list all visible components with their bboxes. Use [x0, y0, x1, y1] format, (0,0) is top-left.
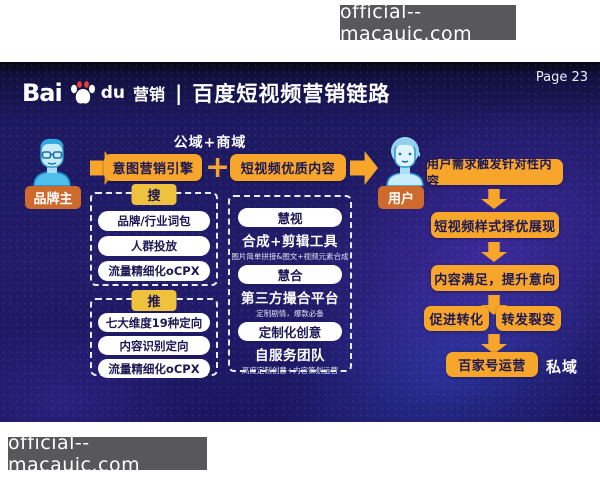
- push-item: 内容识别定向: [98, 336, 210, 355]
- content-pill: 慧视: [238, 208, 342, 227]
- push-item: 流量精细化oCPX: [98, 359, 210, 378]
- content-subline: 图片简单拼接&图文+视频元素合成: [231, 252, 349, 261]
- content-pill: 定制化创意: [238, 322, 342, 341]
- domain-label: 公域+商域: [173, 135, 247, 151]
- brand-owner-tag-label: 品牌主: [33, 192, 73, 207]
- search-box: 搜 品牌/行业词包 人群投放 流量精细化oCPX: [90, 184, 218, 286]
- plus-icon: +: [205, 150, 231, 185]
- user-avatar-icon: [386, 137, 424, 186]
- baidu-paw-icon: [70, 81, 95, 104]
- arrow-down-icon: [481, 242, 507, 262]
- content-pill: 慧合: [238, 265, 342, 284]
- search-item: 流量精细化oCPX: [98, 261, 210, 281]
- watermark-top-text: official--macaujc.com: [340, 0, 473, 45]
- arrow-down-icon: [481, 334, 507, 354]
- baijiahao-button: 百家号运营: [446, 352, 538, 377]
- content-subline: 高度定制创意+内容策划运营: [241, 366, 339, 375]
- arrow-down-icon: [481, 189, 507, 209]
- search-item: 品牌/行业词包: [98, 211, 210, 231]
- user-tag: 用户: [378, 186, 424, 209]
- slide-header: Bai du 营销 | 百度短视频营销链路: [22, 78, 390, 108]
- intent-engine-button: 意图营销引擎: [104, 154, 202, 181]
- arrow-right-icon: [350, 151, 378, 185]
- search-tab: 搜: [131, 184, 177, 205]
- watermark-bottom-text: official--macaujc.com: [8, 431, 141, 476]
- baidu-logo-bai: Bai: [22, 79, 63, 107]
- page-number: Page 23: [535, 70, 588, 85]
- baidu-logo-suffix: 营销: [133, 85, 166, 104]
- share-fission-button: 转发裂变: [496, 306, 561, 331]
- content-subline: 定制剧情，爆款必备: [256, 309, 324, 318]
- user-flow-step: 内容满足，提升意向: [431, 265, 559, 291]
- search-item: 人群投放: [98, 236, 210, 256]
- content-box: 慧视 合成+剪辑工具 图片简单拼接&图文+视频元素合成 慧合 第三方撮合平台 定…: [228, 195, 352, 375]
- brand-owner-avatar-icon: [33, 138, 71, 186]
- content-line: 第三方撮合平台: [241, 291, 339, 307]
- private-domain-label: 私域: [546, 358, 579, 376]
- push-box: 推 七大维度19种定向 内容识别定向 流量精细化oCPX: [90, 290, 218, 378]
- user-flow-step: 短视频样式择优展现: [431, 212, 559, 238]
- video-content-button: 短视频优质内容: [230, 154, 346, 181]
- slide: Bai du 营销 | 百度短视频营销链路 Page 23: [0, 62, 600, 422]
- content-line: 合成+剪辑工具: [242, 234, 338, 250]
- watermark-top: official--macaujc.com: [340, 1, 516, 45]
- push-item: 七大维度19种定向: [98, 313, 210, 332]
- conversion-button: 促进转化: [424, 306, 489, 331]
- content-line: 自服务团队: [255, 348, 325, 364]
- baidu-logo-du: du: [100, 83, 125, 103]
- push-tab: 推: [131, 290, 177, 311]
- header-divider: |: [175, 81, 183, 105]
- page-title: 百度短视频营销链路: [192, 82, 391, 106]
- user-flow-step: 用户需求触发针对性内容: [427, 157, 563, 188]
- watermark-bottom: official--macaujc.com: [8, 432, 207, 476]
- user-tag-label: 用户: [387, 192, 414, 207]
- brand-owner-tag: 品牌主: [25, 186, 81, 209]
